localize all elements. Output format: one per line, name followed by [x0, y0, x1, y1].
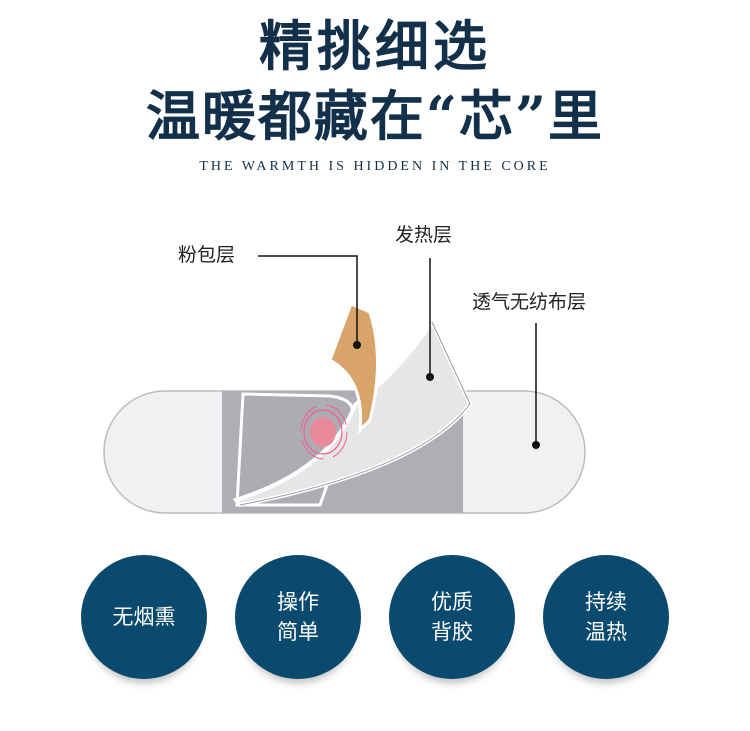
- heat-ring: [300, 404, 348, 460]
- feature-text: 操作: [277, 590, 319, 614]
- feature-text: 简单: [277, 620, 319, 644]
- heat-spot: [310, 417, 336, 447]
- feature-warmth: 持续温热: [543, 555, 669, 679]
- leader-dot: [353, 341, 361, 349]
- heating-layer-edge: [239, 321, 471, 506]
- feature-text: 持续: [585, 590, 627, 614]
- feature-text: 无烟熏: [112, 605, 176, 629]
- feature-text: 背胶: [431, 620, 473, 644]
- feature-adhesive: 优质背胶: [389, 555, 515, 679]
- label-powder-layer: 粉包层: [178, 244, 236, 266]
- feature-smokeless: 无烟熏: [81, 555, 207, 679]
- title-line1: 精挑细选: [259, 14, 491, 78]
- leader-dot: [532, 441, 540, 449]
- heat-ring: [303, 409, 343, 455]
- label-nonwoven-layer: 透气无纺布层: [472, 291, 587, 313]
- leader-lines: [258, 255, 537, 445]
- title-line2: 温暖都藏在“芯”里: [145, 84, 605, 148]
- patch-diagram: [103, 255, 586, 514]
- powder-layer: [328, 302, 379, 435]
- feature-easy: 操作简单: [235, 555, 361, 679]
- feature-text: 温热: [585, 620, 627, 644]
- subtitle: THE WARMTH IS HIDDEN IN THE CORE: [199, 159, 551, 174]
- label-heating-layer: 发热层: [395, 224, 453, 246]
- feature-text: 优质: [431, 590, 473, 614]
- leader-dot: [426, 373, 434, 381]
